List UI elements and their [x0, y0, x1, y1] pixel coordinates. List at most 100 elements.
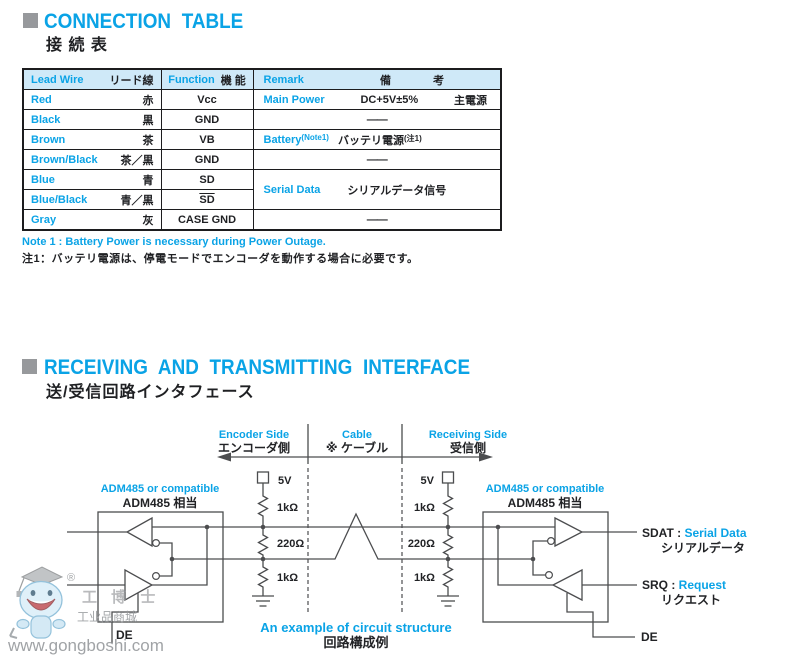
wire-blue-black-en: Blue/Black — [31, 193, 88, 206]
remark-dc5v: DC+5V±5% — [360, 93, 419, 106]
header-remark-ja2: 考 — [433, 74, 444, 87]
left-receiver-invert-bubble — [152, 538, 161, 547]
remark-battery-note: (Note1) — [301, 133, 329, 142]
srq-name: SRQ : — [642, 578, 679, 592]
left-5v-label: 5V — [278, 475, 292, 487]
remark-serial-data: Serial Data — [263, 183, 321, 196]
right-chip-label-en: ADM485 or compatible — [486, 483, 605, 495]
table-row-red: Red 赤 Vcc Main Power DC+5V±5% 主電源 — [22, 89, 502, 110]
remark-battery-note-ja: (注1) — [403, 133, 422, 143]
table-row-blue: Blue 青 SD Serial Data シリアルデータ信号 — [22, 169, 502, 210]
watermark-url: www.gongboshi.com — [7, 636, 164, 655]
sdat-desc-en: Serial Data — [684, 526, 746, 540]
right-receiver-buffer — [532, 516, 637, 559]
remark-main-power-ja: 主電源 — [453, 94, 487, 107]
watermark-mascot-logo — [9, 566, 66, 639]
right-de-label: DE — [641, 630, 658, 644]
header-function-ja: 機 能 — [220, 74, 246, 87]
wire-blue-ja: 青 — [142, 174, 154, 187]
right-transceiver-box — [482, 511, 609, 623]
wire-blue-black-ja: 青／黒 — [120, 194, 154, 207]
left-1k-bottom-label: 1kΩ — [277, 572, 298, 584]
left-driver-buffer — [67, 524, 210, 643]
remark-dash-3: ―― — [252, 209, 502, 231]
left-1k-top-label: 1kΩ — [277, 502, 298, 514]
zone-extent-arrow — [217, 452, 493, 462]
wire-brown-black-en: Brown/Black — [31, 153, 98, 166]
sdat-name: SDAT : — [642, 526, 684, 540]
right-de-wire — [566, 593, 635, 638]
section1-title: CONNECTION TABLE — [44, 10, 244, 33]
left-220-label: 220Ω — [277, 538, 304, 550]
watermark-brand: 工 博 士 — [82, 588, 160, 606]
right-chip-label-ja: ADM485 相当 — [508, 495, 583, 510]
remark-dash-2: ―― — [252, 149, 502, 170]
function-gnd-2: GND — [160, 149, 254, 170]
header-lead-wire-en: Lead Wire — [31, 73, 84, 86]
remark-battery: Battery — [263, 134, 302, 146]
remark-main-power: Main Power — [263, 93, 325, 106]
watermark-registered-mark: ® — [67, 572, 75, 584]
section1-bullet-square — [23, 13, 38, 28]
srq-label-ja: リクエスト — [661, 593, 721, 607]
watermark-shop: 工业品商城 — [77, 609, 137, 624]
ground-symbol-left — [251, 595, 275, 607]
zone-cable-label-ja: ※ ケーブル — [326, 440, 388, 455]
wire-blue-en: Blue — [31, 173, 55, 186]
function-vb: VB — [160, 129, 254, 150]
wire-brown-en: Brown — [31, 133, 66, 146]
section2-bullet-square — [22, 359, 37, 374]
diagram-caption-en: An example of circuit structure — [260, 620, 451, 635]
table-row-blue-black: Blue/Black 青／黒 SD — [22, 189, 501, 210]
circuit-diagram: Encoder Side エンコーダ側 Cable ※ ケーブル Receivi… — [7, 424, 747, 655]
remark-battery-ja: バッテリ電源 — [337, 134, 404, 147]
right-220-label: 220Ω — [408, 538, 435, 550]
right-1k-top-label: 1kΩ — [414, 502, 435, 514]
watermark: ® 工 博 士 工业品商城 www.gongboshi.com — [7, 566, 164, 655]
note-1-ja: 注1：バッテリ電源は、停電モードでエンコーダを動作する場合に必要です。 — [22, 253, 419, 265]
zone-encoder-label-en: Encoder Side — [219, 429, 289, 441]
termination-left — [251, 471, 275, 607]
left-receiver-buffer — [67, 516, 173, 559]
sdat-label: SDAT : Serial Data — [642, 526, 747, 540]
section1-subtitle: 接 続 表 — [46, 37, 108, 54]
remark-serial-data-ja: シリアルデータ信号 — [347, 184, 447, 197]
table-row-brown-black: Brown/Black 茶／黒 GND ―― — [22, 149, 502, 170]
table-row-brown: Brown 茶 VB Battery(Note1) バッテリ電源(注1) — [22, 129, 502, 150]
header-remark-ja1: 備 — [380, 74, 391, 87]
wire-gray-en: Gray — [31, 213, 57, 226]
function-vcc: Vcc — [160, 89, 254, 110]
wire-brown-black-ja: 茶／黒 — [120, 154, 154, 167]
wire-brown-ja: 茶 — [142, 134, 154, 147]
left-chip-label-en: ADM485 or compatible — [101, 483, 220, 495]
function-case-gnd: CASE GND — [160, 209, 254, 231]
wire-red-ja: 赤 — [142, 94, 154, 107]
wire-red-en: Red — [31, 93, 52, 106]
zone-encoder-label-ja: エンコーダ側 — [218, 440, 290, 455]
left-de-label: DE — [116, 628, 133, 642]
left-transceiver-box — [97, 511, 224, 623]
right-driver-buffer — [495, 524, 637, 638]
sdat-label-ja: シリアルデータ — [661, 540, 745, 555]
left-de-wire — [111, 593, 139, 643]
function-sd: SD — [160, 169, 254, 190]
function-sd-bar: SD — [160, 189, 254, 210]
wire-black-en: Black — [31, 113, 61, 126]
bus-line-b-twist — [172, 512, 533, 560]
zone-receiving-label-en: Receiving Side — [429, 429, 507, 441]
left-driver-invert-bubble — [152, 571, 161, 580]
diagram-caption-ja: 回路構成例 — [323, 635, 388, 650]
zone-receiving-label-ja: 受信側 — [450, 440, 486, 455]
ground-symbol-right — [436, 595, 460, 607]
termination-right — [436, 471, 460, 607]
right-5v-label: 5V — [421, 475, 435, 487]
wire-black-ja: 黒 — [142, 114, 154, 127]
header-function-en: Function — [168, 73, 215, 86]
right-1k-bottom-label: 1kΩ — [414, 572, 435, 584]
function-gnd-1: GND — [160, 109, 254, 130]
srq-desc-en: Request — [679, 578, 726, 592]
